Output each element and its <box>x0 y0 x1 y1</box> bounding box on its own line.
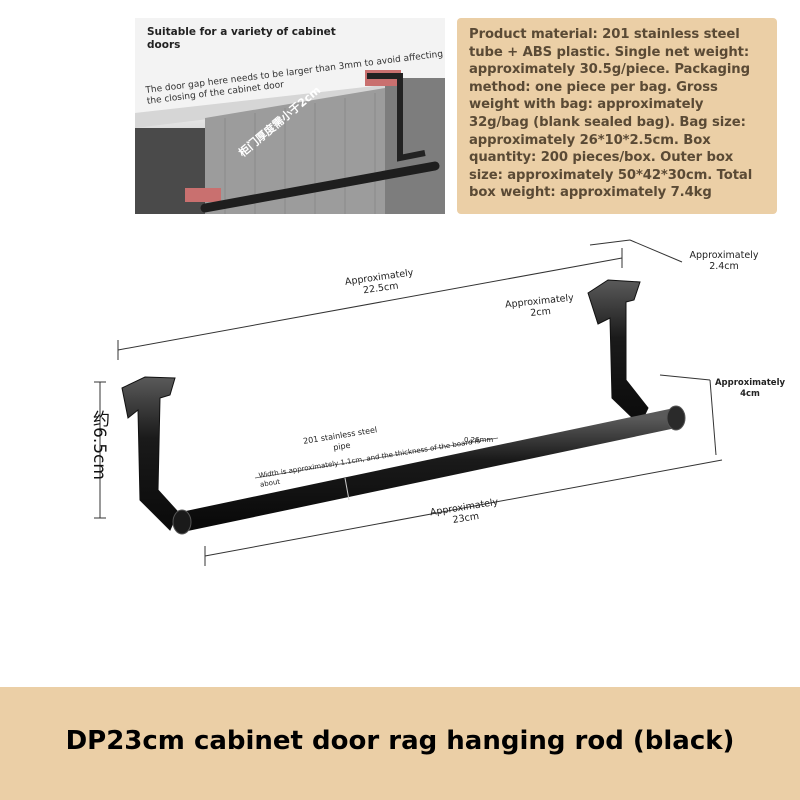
product-info-text: Product material: 201 stainless steel tu… <box>469 27 753 201</box>
length-dimension-bottom <box>204 459 723 566</box>
depth-label: Approximately 4cm <box>714 378 786 399</box>
board-thickness-label: 0.26mm <box>464 436 494 444</box>
hook-width-dimension <box>589 239 683 263</box>
height-label: 约6.5cm <box>89 410 109 480</box>
right-hook <box>587 279 649 426</box>
left-hook <box>121 376 179 531</box>
rod-end-cap-right <box>666 405 686 431</box>
title-band <box>0 687 800 800</box>
rod-end-cap-left <box>172 509 192 535</box>
photo-caption: Suitable for a variety of cabinet doors <box>147 26 336 51</box>
length-dimension-top <box>117 248 623 360</box>
cabinet-door-illustration <box>135 18 445 214</box>
product-title: DP23cm cabinet door rag hanging rod (bla… <box>65 726 735 756</box>
depth-dimension <box>659 374 717 456</box>
rod-pipe <box>179 408 678 532</box>
product-info-box: Product material: 201 stainless steel tu… <box>457 18 777 214</box>
usage-photo: Suitable for a variety of cabinet doors … <box>135 18 445 214</box>
rod-dimension-diagram <box>94 239 723 566</box>
hook-width-label: Approximately 2.4cm <box>689 250 759 272</box>
height-dimension <box>94 381 106 519</box>
